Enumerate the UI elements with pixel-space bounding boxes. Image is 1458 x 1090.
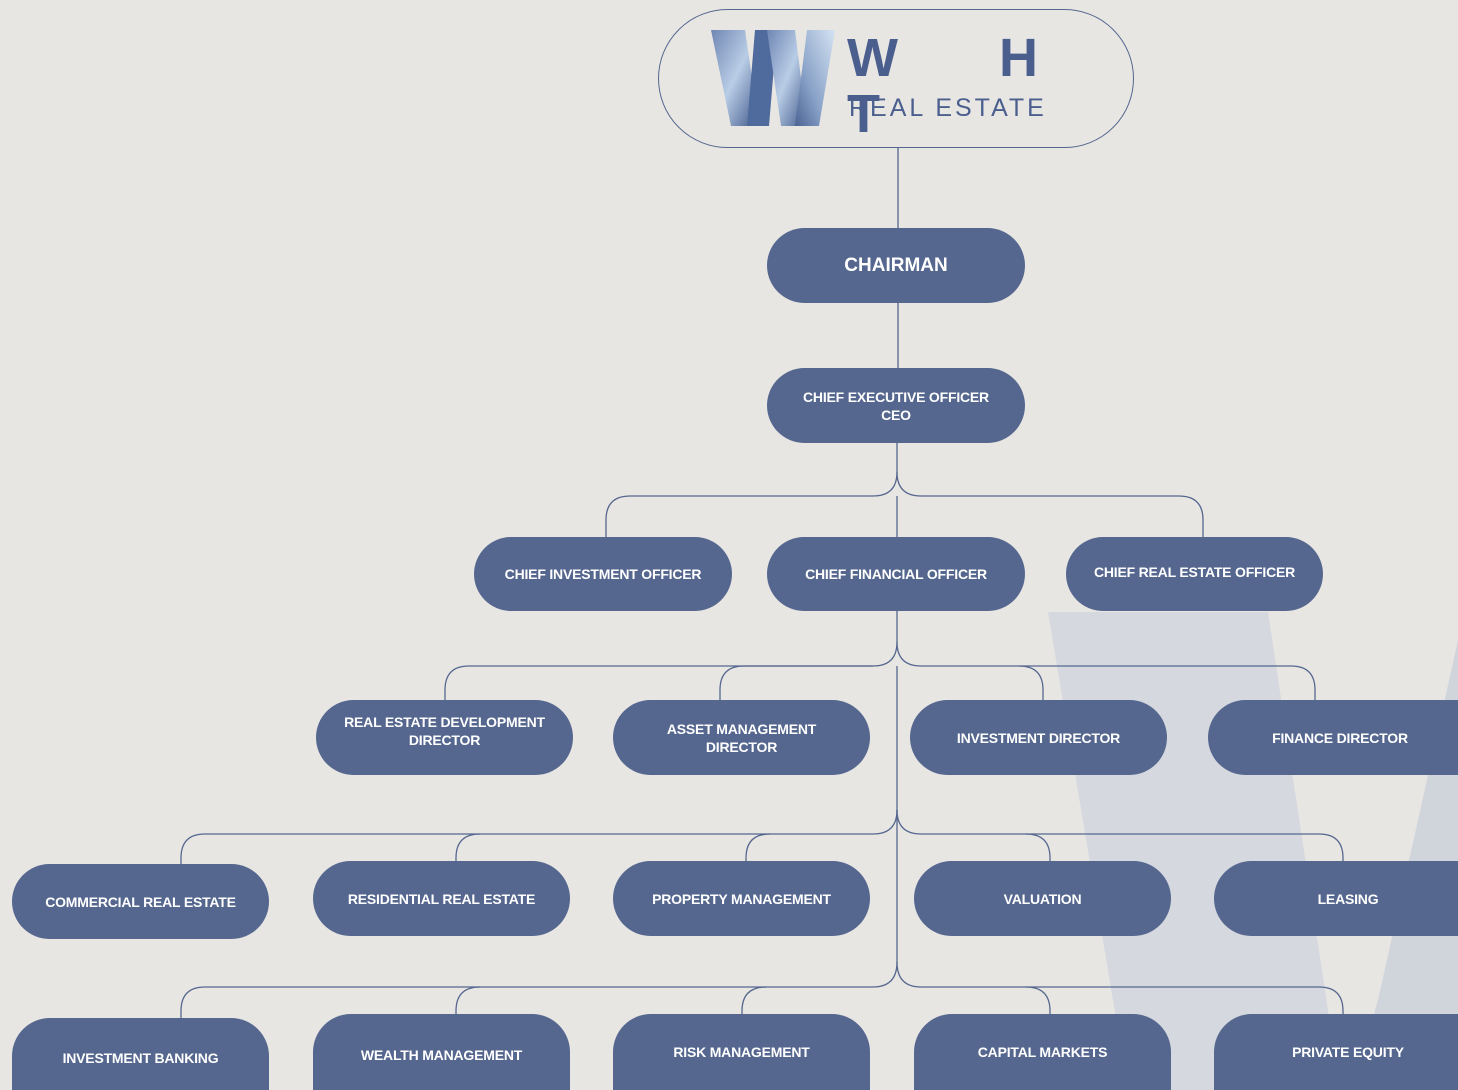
logo-w-icon <box>711 30 835 126</box>
node-label: FINANCE DIRECTOR <box>1272 729 1408 746</box>
node-finance-director[interactable]: FINANCE DIRECTOR <box>1208 700 1458 775</box>
node-label: COMMERCIAL REAL ESTATE <box>45 893 236 910</box>
node-label: RISK MANAGEMENT <box>673 1044 810 1060</box>
node-chief-financial-officer[interactable]: CHIEF FINANCIAL OFFICER <box>767 537 1025 611</box>
node-label: PROPERTY MANAGEMENT <box>652 890 831 907</box>
node-wealth-management[interactable]: WEALTH MANAGEMENT <box>313 1014 570 1090</box>
node-label: ASSET MANAGEMENT DIRECTOR <box>666 720 817 755</box>
node-label: WEALTH MANAGEMENT <box>360 1047 523 1063</box>
node-label: RESIDENTIAL REAL ESTATE <box>347 890 536 907</box>
node-label: PRIVATE EQUITY <box>1292 1044 1404 1060</box>
node-label: CHAIRMAN <box>844 254 948 276</box>
node-chief-real-estate-officer[interactable]: CHIEF REAL ESTATE OFFICER <box>1066 537 1323 611</box>
node-property-management[interactable]: PROPERTY MANAGEMENT <box>613 861 870 936</box>
node-capital-markets[interactable]: CAPITAL MARKETS <box>914 1014 1171 1090</box>
node-label: REAL ESTATE DEVELOPMENT DIRECTOR <box>344 713 545 748</box>
node-label: CHIEF EXECUTIVE OFFICER CEO <box>803 388 989 423</box>
company-logo: W H T REAL ESTATE <box>658 9 1134 148</box>
logo-wordmark: W H T <box>847 28 1081 144</box>
logo-subtitle: REAL ESTATE <box>849 94 1047 122</box>
node-label: CHIEF INVESTMENT OFFICER <box>504 566 702 582</box>
node-label: CHIEF REAL ESTATE OFFICER <box>1093 564 1296 580</box>
node-asset-management-director[interactable]: ASSET MANAGEMENT DIRECTOR <box>613 700 870 775</box>
node-label: CAPITAL MARKETS <box>977 1044 1108 1060</box>
node-label: VALUATION <box>1003 890 1082 907</box>
node-leasing[interactable]: LEASING <box>1214 861 1458 936</box>
node-risk-management[interactable]: RISK MANAGEMENT <box>613 1014 870 1090</box>
node-label: CHIEF FINANCIAL OFFICER <box>805 566 987 582</box>
node-label: LEASING <box>1317 890 1379 907</box>
node-ceo[interactable]: CHIEF EXECUTIVE OFFICER CEO <box>767 368 1025 443</box>
node-real-estate-development-director[interactable]: REAL ESTATE DEVELOPMENT DIRECTOR <box>316 700 573 775</box>
node-private-equity[interactable]: PRIVATE EQUITY <box>1214 1014 1458 1090</box>
node-label: INVESTMENT DIRECTOR <box>956 729 1121 746</box>
node-commercial-real-estate[interactable]: COMMERCIAL REAL ESTATE <box>12 864 269 939</box>
node-investment-banking[interactable]: INVESTMENT BANKING <box>12 1018 269 1090</box>
node-chief-investment-officer[interactable]: CHIEF INVESTMENT OFFICER <box>474 537 732 611</box>
node-investment-director[interactable]: INVESTMENT DIRECTOR <box>910 700 1167 775</box>
node-residential-real-estate[interactable]: RESIDENTIAL REAL ESTATE <box>313 861 570 936</box>
node-label: INVESTMENT BANKING <box>62 1050 219 1066</box>
node-chairman[interactable]: CHAIRMAN <box>767 228 1025 303</box>
node-valuation[interactable]: VALUATION <box>914 861 1171 936</box>
